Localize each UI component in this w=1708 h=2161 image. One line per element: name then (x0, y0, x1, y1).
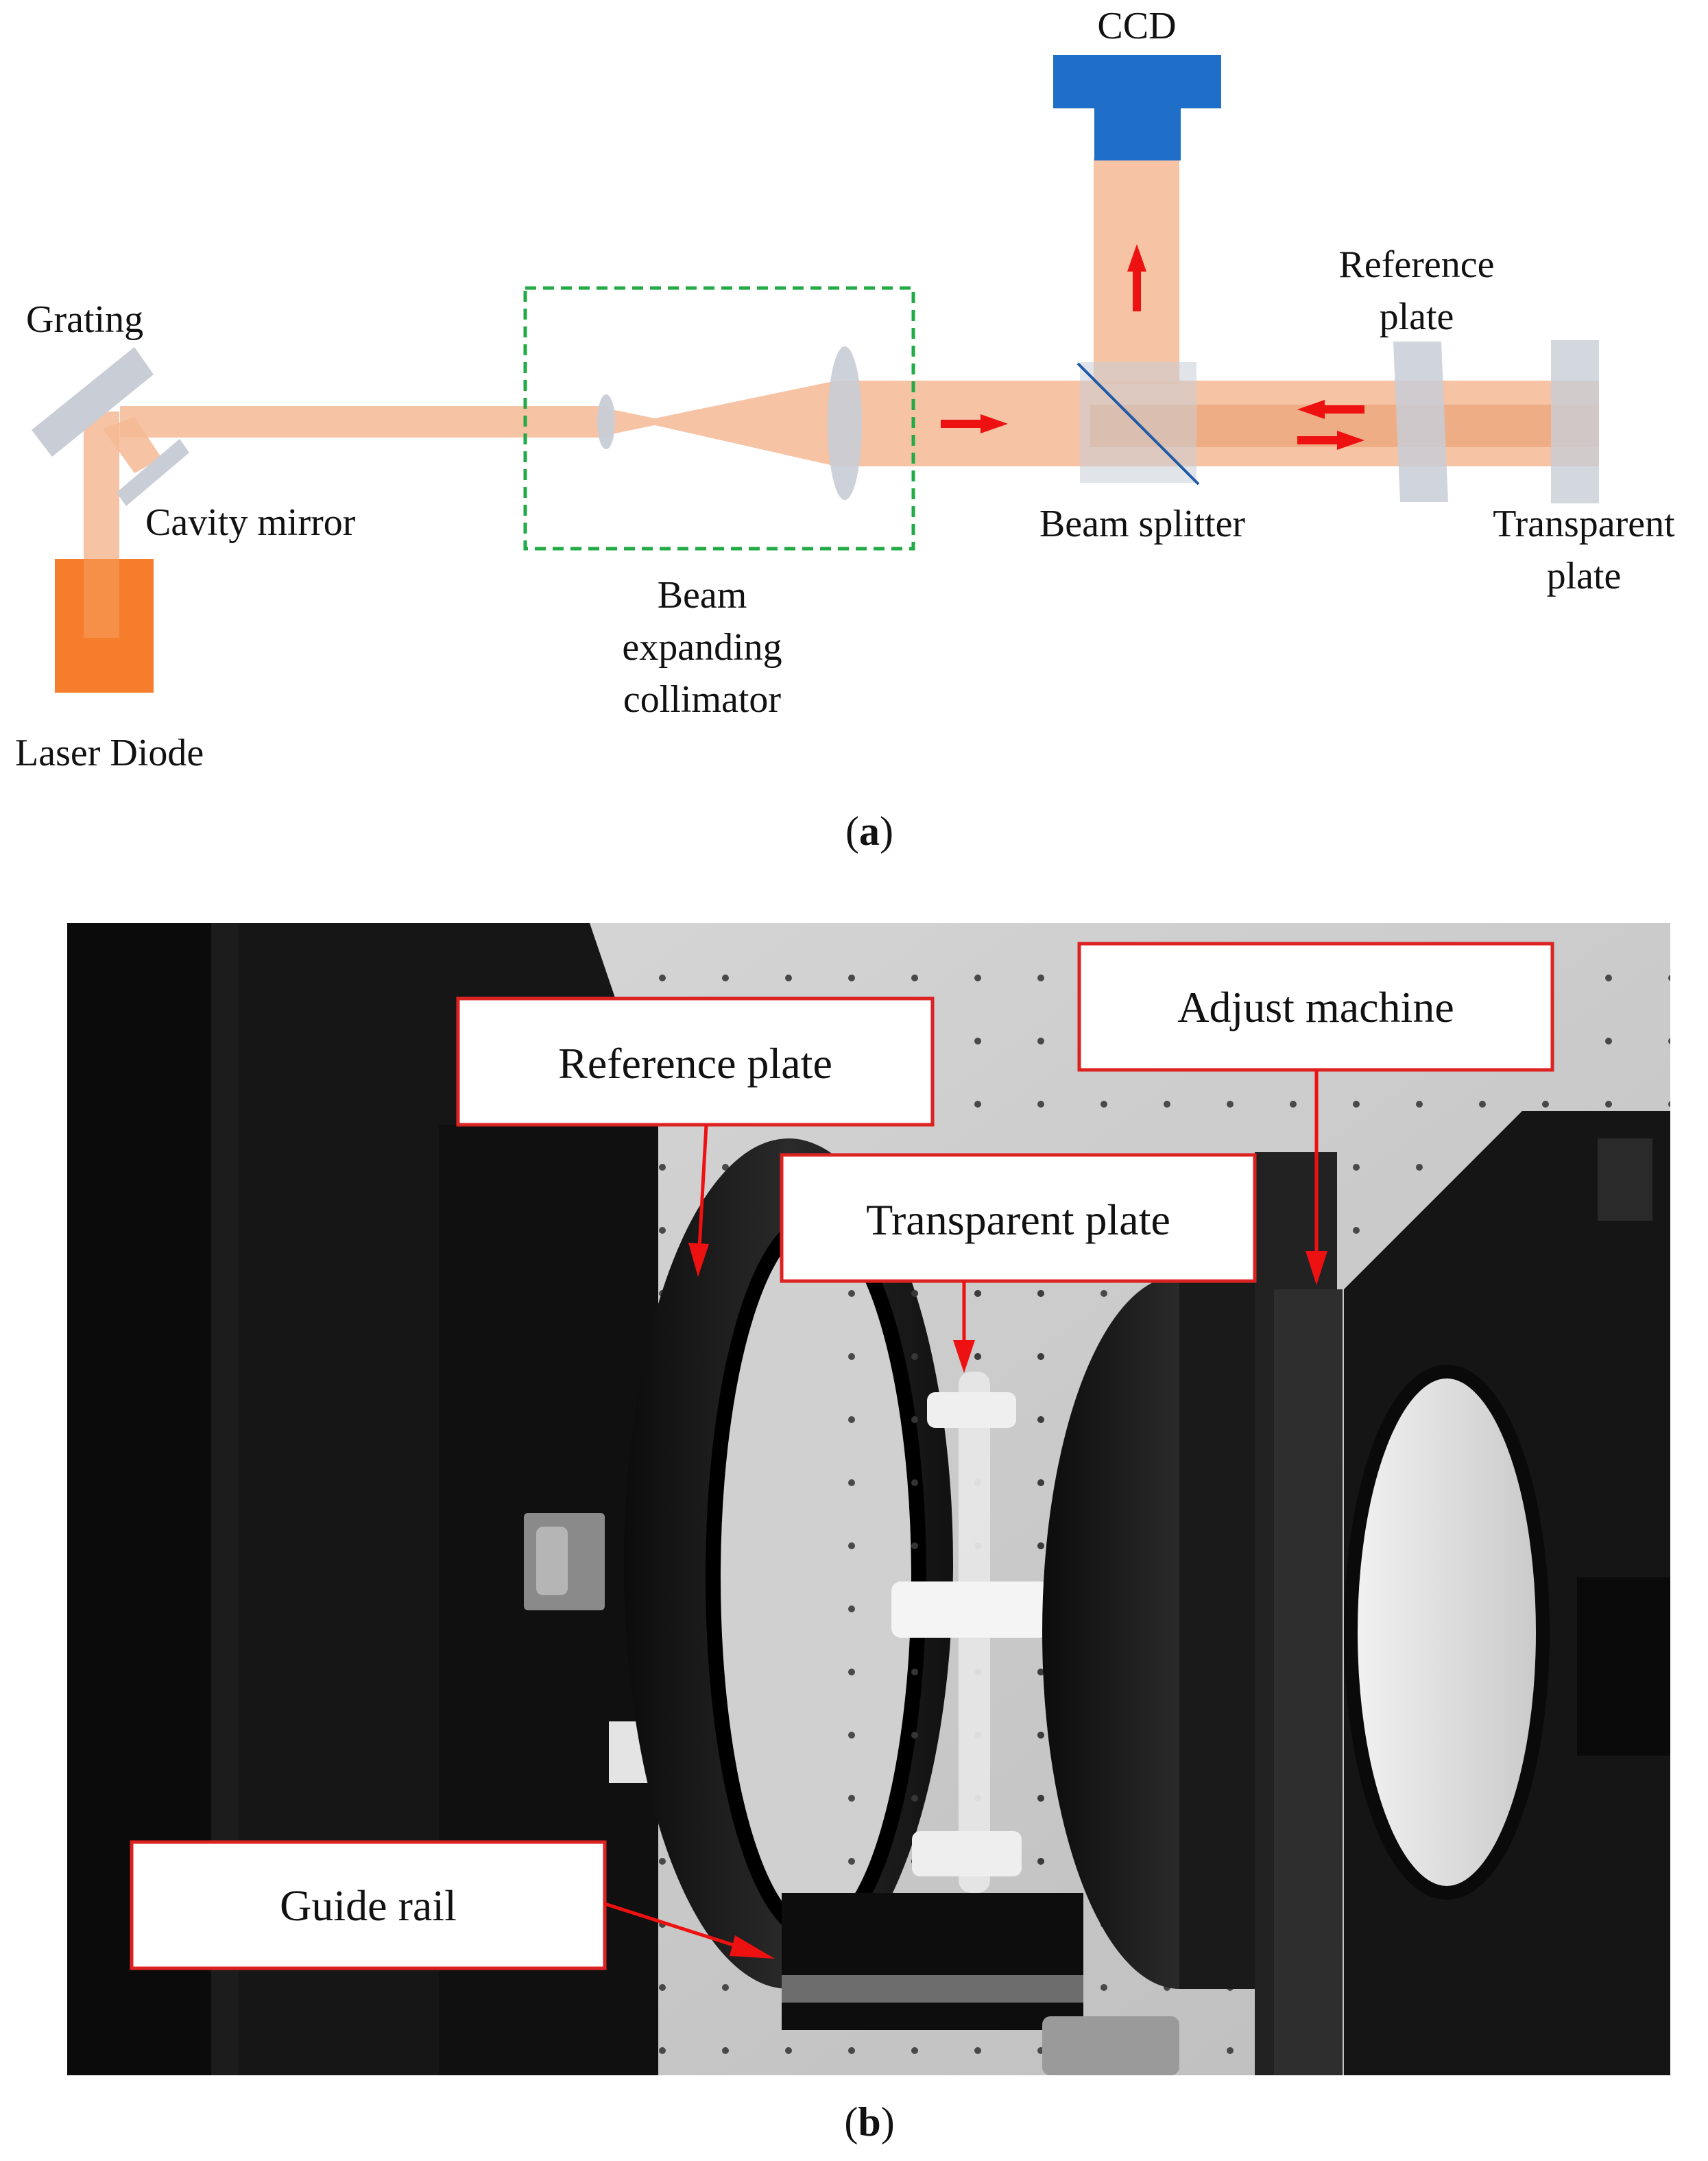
arrow-right-incident (1297, 431, 1364, 450)
collimator-large-lens (828, 346, 862, 500)
beam-horizontal-left (120, 406, 608, 438)
right-housing-lens-rim (1344, 1365, 1550, 1900)
label-transparent-plate-line-2: plate (1547, 555, 1622, 597)
adjust-machine-bar (1274, 1289, 1343, 2075)
beam-splitter-line (1076, 362, 1200, 486)
label-reference-plate-line-2: plate (1380, 296, 1454, 338)
callout-reference-plate-text: Reference plate (558, 1039, 832, 1088)
ccd-camera (1053, 55, 1221, 160)
label-beam-splitter: Beam splitter (1039, 503, 1246, 545)
label-reference-plate-line-1: Reference (1339, 243, 1495, 286)
leader-adjust-machine (1306, 1070, 1327, 1285)
callout-guide-rail: Guide rail (130, 1840, 607, 1970)
guide-rail-base (782, 1975, 1083, 2003)
callout-guide-rail-text: Guide rail (280, 1881, 457, 1930)
callout-transparent-plate-text: Transparent plate (866, 1195, 1170, 1244)
caption-a: (a) (845, 809, 893, 854)
panel-b-photo: Reference plate Adjust machine Transpare… (67, 923, 1670, 2145)
callout-adjust-machine: Adjust machine (1077, 942, 1554, 1072)
grating-element (32, 347, 154, 457)
panel-a-schematic: CCD Grating Cavity mirror Laser Diode Be… (15, 5, 1675, 854)
guide-rail-photo (782, 1893, 1083, 2030)
transparent-plate-element (1551, 340, 1599, 503)
label-grating: Grating (26, 298, 143, 341)
label-transparent-plate-line-1: Transparent (1493, 503, 1675, 545)
arrow-left-reflected (1297, 400, 1364, 419)
label-laser-diode: Laser Diode (15, 732, 204, 774)
callout-transparent-plate: Transparent plate (780, 1153, 1257, 1283)
laser-diode-beam-overlay (84, 559, 119, 638)
callout-adjust-machine-text: Adjust machine (1177, 983, 1454, 1031)
holder-bottom (912, 1831, 1022, 1876)
leader-guide-rail (604, 1902, 775, 1959)
callout-reference-plate: Reference plate (456, 996, 935, 1127)
knob-wheel (536, 1527, 568, 1595)
right-housing-lens (1351, 1372, 1543, 1893)
leader-reference-plate (688, 1124, 709, 1277)
label-collimator-line-1: Beam (658, 574, 747, 617)
label-collimator-line-3: collimator (623, 678, 782, 721)
label-ccd: CCD (1097, 5, 1176, 47)
right-housing-bracket (1577, 1577, 1670, 1756)
reference-plate-element (1393, 342, 1448, 502)
leader-transparent-plate (953, 1281, 975, 1373)
bottom-knob (1042, 2016, 1179, 2075)
arrow-up-ccd (1127, 244, 1146, 311)
beam-to-cavity-mirror (103, 417, 162, 473)
caption-b: (b) (844, 2099, 894, 2145)
collimator-small-lens (597, 394, 615, 449)
beam-expanding-cone (608, 381, 837, 466)
cavity-mirror-element (117, 439, 189, 506)
collimator-dashed-box (523, 286, 915, 551)
holder-middle (891, 1581, 1049, 1638)
holder-top (927, 1392, 1016, 1428)
arrow-right-collimated (941, 414, 1008, 433)
right-housing-top-block (1598, 1138, 1652, 1221)
label-collimator-line-2: expanding (622, 626, 782, 669)
label-cavity-mirror: Cavity mirror (145, 501, 356, 544)
